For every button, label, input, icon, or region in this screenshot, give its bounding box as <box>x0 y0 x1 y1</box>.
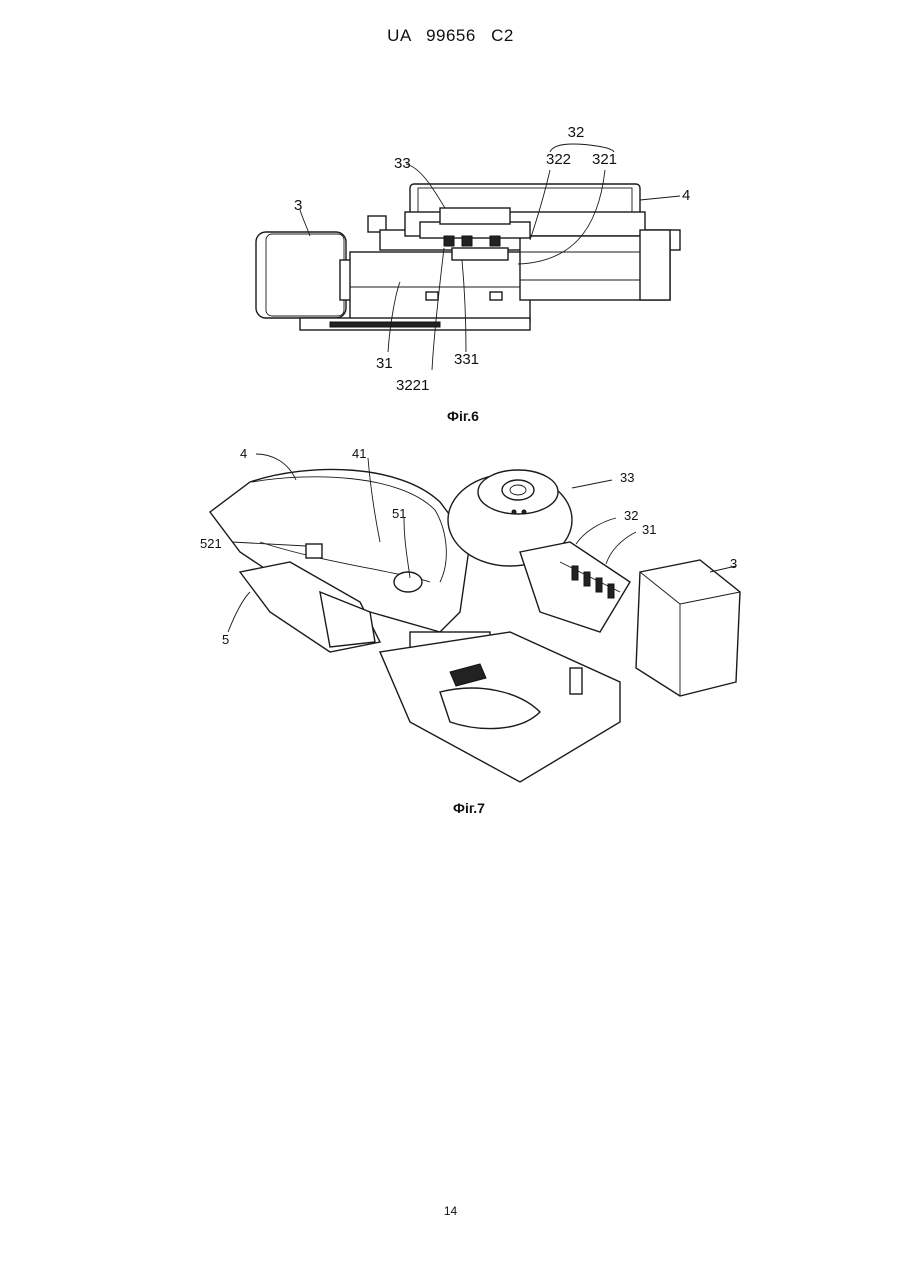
fig6-label-3221: 3221 <box>396 377 429 394</box>
motor-3 <box>636 560 740 696</box>
fig7-label-32: 32 <box>624 508 638 523</box>
fig7-label-33: 33 <box>620 470 634 485</box>
figure-7-drawing: 4 41 33 32 31 51 521 3 5 <box>180 432 780 792</box>
gear-32 <box>520 542 630 632</box>
page-number: 14 <box>0 1204 901 1218</box>
base-plate <box>380 632 620 782</box>
post <box>570 668 582 694</box>
fig6-label-322: 322 <box>546 151 571 168</box>
document-header: UA 99656 C2 <box>0 26 901 46</box>
fig7-label-3: 3 <box>730 556 737 571</box>
fig6-label-32: 32 <box>568 124 585 141</box>
fig7-label-521: 521 <box>200 536 222 551</box>
fig7-label-51: 51 <box>392 506 406 521</box>
fig6-label-4: 4 <box>682 187 690 204</box>
figure-6-drawing: 32 322 321 33 3 4 31 331 3221 <box>200 112 700 402</box>
fig7-label-41: 41 <box>352 446 366 461</box>
fig7-label-31: 31 <box>642 522 656 537</box>
fig6-label-331: 331 <box>454 351 479 368</box>
fig6-label-33: 33 <box>394 155 411 172</box>
fig7-label-5: 5 <box>222 632 229 647</box>
fig6-label-31: 31 <box>376 355 393 372</box>
figure-7-caption: Фіг.7 <box>453 800 485 816</box>
figure-6-caption: Фіг.6 <box>447 408 479 424</box>
fig7-label-4: 4 <box>240 446 247 461</box>
fig6-label-321: 321 <box>592 151 617 168</box>
fig6-label-3: 3 <box>294 197 302 214</box>
